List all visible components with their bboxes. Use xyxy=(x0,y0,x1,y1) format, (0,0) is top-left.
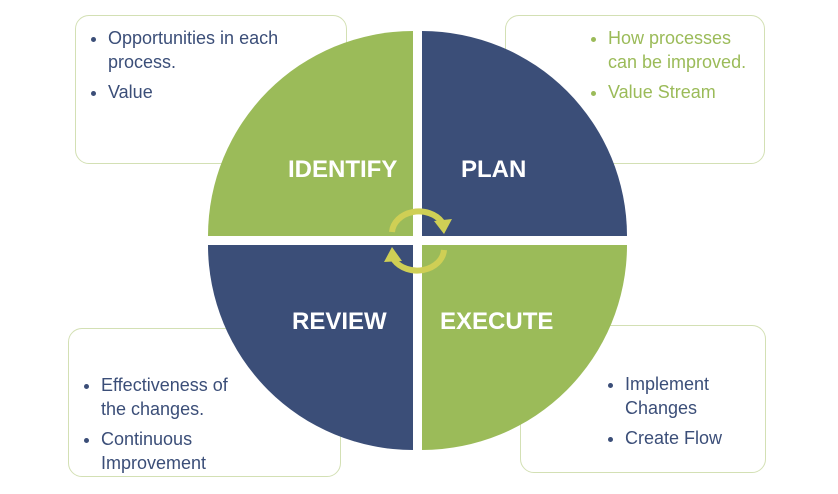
bullet: Continuous Improvement xyxy=(101,427,241,475)
arrowhead-icon xyxy=(434,219,452,234)
review-label: REVIEW xyxy=(292,308,387,335)
plan-label: PLAN xyxy=(461,156,527,183)
bullet: Create Flow xyxy=(625,426,765,450)
bullet: Value Stream xyxy=(608,80,764,104)
cycle-arrow-bottom-icon xyxy=(391,249,447,274)
execute-box: Implement ChangesCreate Flow xyxy=(520,325,766,473)
identify-label: IDENTIFY xyxy=(288,156,398,183)
cycle-arrow-top-icon xyxy=(389,208,445,233)
identify-quadrant xyxy=(208,31,413,236)
bullet: Opportunities in each process. xyxy=(108,26,346,74)
bullet: Value xyxy=(108,80,346,104)
execute-quadrant xyxy=(422,245,627,450)
bullet: Implement Changes xyxy=(625,372,735,420)
bullet: How processes can be improved. xyxy=(608,26,748,74)
execute-label: EXECUTE xyxy=(440,308,554,335)
review-quadrant xyxy=(208,245,413,450)
arrowhead-icon xyxy=(384,247,402,262)
plan-quadrant xyxy=(422,31,627,236)
bullet: Effectiveness of the changes. xyxy=(101,373,251,421)
